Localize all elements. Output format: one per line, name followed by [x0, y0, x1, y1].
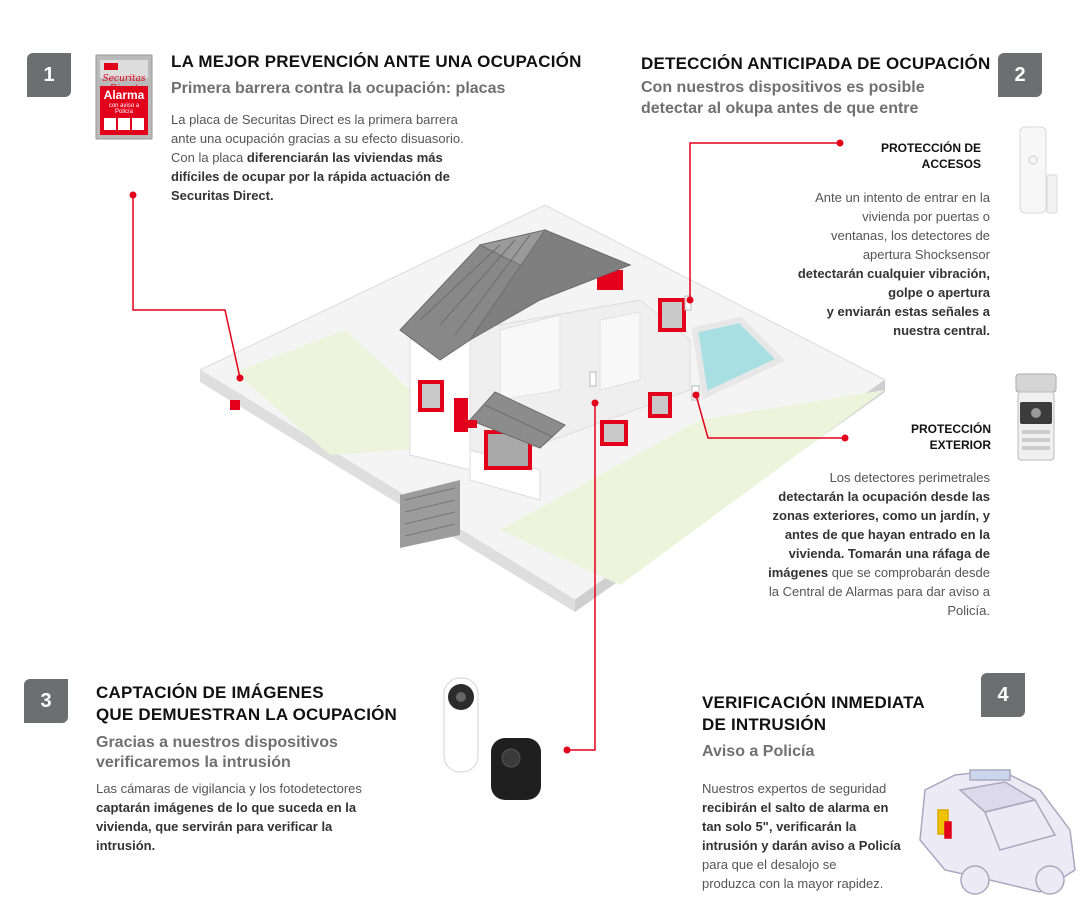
body-line: ante una ocupación gracias a su efecto d…: [171, 131, 464, 146]
connector-dots: [129, 139, 849, 754]
body-line: vivienda, que servirán para verificar la: [96, 819, 333, 834]
connector-2b: [695, 394, 845, 439]
section-1-subtitle: Primera barrera contra la ocupación: pla…: [171, 80, 506, 97]
section-3-title-line-1: CAPTACIÓN DE IMÁGENES: [96, 683, 324, 702]
body-line: difíciles de ocupar por la rápida actuac…: [171, 169, 450, 184]
body-line: golpe o apertura: [888, 285, 990, 300]
body-line: produzca con la mayor rapidez.: [702, 876, 884, 891]
body-line: antes de que hayan entrado en la: [784, 527, 990, 542]
section-3-title-line-2: QUE DEMUESTRAN LA OCUPACIÓN: [96, 705, 398, 724]
section-4-title-line-1: VERIFICACIÓN INMEDIATA: [702, 693, 925, 712]
body-line: La placa de Securitas Direct es la prime…: [171, 112, 458, 127]
sign-subtitle: con aviso a Policía: [108, 103, 140, 115]
exterior-protection-label-2: EXTERIOR: [929, 438, 991, 452]
cameras-image: [443, 677, 541, 800]
sign-small: [230, 400, 240, 410]
section-3-body: Las cámaras de vigilancia y los fotodete…: [96, 779, 416, 855]
body-line: intrusión y darán aviso a Policía: [702, 838, 901, 853]
alarm-sign-image: [95, 54, 153, 140]
body-line: Policía.: [947, 603, 990, 618]
exterior-protection-label-1: PROTECCIÓN: [910, 422, 991, 436]
body-line: Las cámaras de vigilancia y los fotodete…: [96, 781, 362, 796]
camera-small: [589, 371, 597, 387]
section-1-body: La placa de Securitas Direct es la prime…: [171, 110, 511, 205]
body-line: vivienda. Tomarán una ráfaga de: [788, 546, 990, 561]
body-line: la Central de Alarmas para dar aviso a: [768, 584, 990, 599]
step-badge-2: 2: [998, 53, 1042, 97]
body-line: vivienda por puertas o: [862, 209, 990, 224]
body-line: zonas exteriores, como un jardín, y: [772, 508, 990, 523]
body-line: intrusión.: [96, 838, 156, 853]
body-line: tan solo 5", verificarán la: [702, 819, 857, 834]
section-2-title: DETECCIÓN ANTICIPADA DE OCUPACIÓN: [641, 54, 991, 73]
connector-3: [567, 403, 596, 751]
body-line: imágenes que se comprobarán desde: [768, 565, 990, 580]
body-line: recibirán el salto de alarma en: [702, 800, 889, 815]
garage-gate: [400, 480, 460, 548]
connector-2a: [689, 142, 840, 300]
connector-lines: [132, 142, 845, 751]
step-badge-3: 3: [24, 679, 68, 723]
section-3-subtitle-line-2: verificaremos la intrusión: [96, 754, 291, 771]
access-protection-label-1: PROTECCIÓN DE: [880, 141, 981, 155]
body-line: captarán imágenes de lo que suceda en la: [96, 800, 357, 815]
body-line: Securitas Direct.: [171, 188, 274, 203]
sign-title: Alarma: [103, 88, 145, 102]
exterior-protection-body: Los detectores perimetrales detectarán l…: [710, 468, 990, 620]
body-line: nuestra central.: [893, 323, 990, 338]
section-4-subtitle: Aviso a Policía: [702, 743, 815, 760]
body-line: Los detectores perimetrales: [829, 470, 990, 485]
roof: [399, 229, 632, 449]
connector-1: [132, 195, 241, 379]
body-line: y enviarán estas señales a: [826, 304, 990, 319]
perimeter-detector-image: [1015, 373, 1057, 461]
step-badge-1: 1: [27, 53, 71, 97]
access-protection-label-2: ACCESOS: [921, 157, 981, 171]
police-car-image: [919, 769, 1076, 895]
sign-small-2: [468, 420, 477, 428]
body-line: apertura Shocksensor: [862, 247, 990, 262]
section-1-title: LA MEJOR PREVENCIÓN ANTE UNA OCUPACIÓN: [171, 52, 582, 71]
body-line: Con la placa diferenciarán las viviendas…: [171, 150, 443, 165]
sign-brand-text: Securitas Direct: [102, 74, 146, 94]
shocksensor-image: [1019, 126, 1058, 214]
access-protection-body: Ante un intento de entrar en la vivienda…: [750, 188, 990, 340]
section-4-title-line-2: DE INTRUSIÓN: [702, 715, 827, 734]
section-3-subtitle-line-1: Gracias a nuestros dispositivos: [96, 734, 338, 751]
body-line: detectarán cualquier vibración,: [797, 266, 990, 281]
section-2-subtitle-line-2: detectar al okupa antes de que entre: [641, 100, 919, 117]
section-2-subtitle-line-1: Con nuestros dispositivos es posible: [641, 79, 925, 96]
body-line: ventanas, los detectores de: [831, 228, 990, 243]
body-line: Ante un intento de entrar en la: [815, 190, 990, 205]
body-line: para que el desalojo se: [702, 857, 837, 872]
body-line: detectarán la ocupación desde las: [778, 489, 990, 504]
section-4-body: Nuestros expertos de seguridad recibirán…: [702, 779, 922, 893]
step-badge-4: 4: [981, 673, 1025, 717]
body-line: Nuestros expertos de seguridad: [702, 781, 887, 796]
door-front: [454, 398, 468, 432]
pool: [691, 316, 786, 400]
